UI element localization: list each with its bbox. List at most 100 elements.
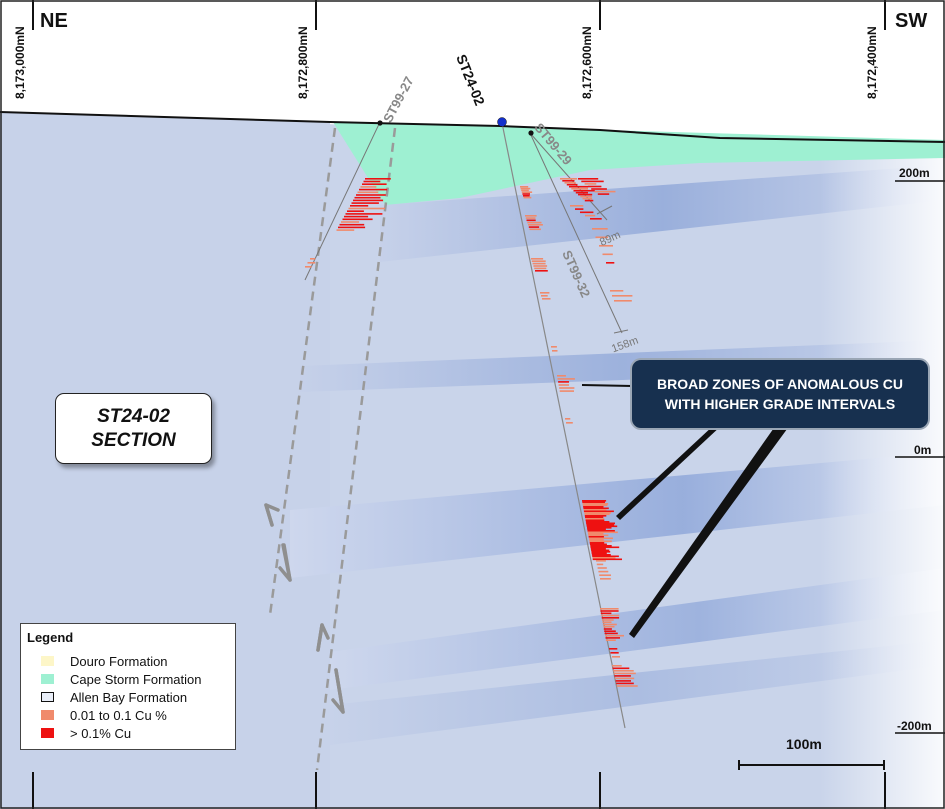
- assay-bar: [591, 552, 607, 555]
- trace-st99-29: [529, 132, 608, 221]
- assay-bar: [592, 555, 619, 558]
- assay-bar: [356, 194, 386, 196]
- assay-bar: [616, 682, 634, 685]
- assay-bar: [344, 215, 369, 218]
- assay-bar: [600, 610, 619, 612]
- assay-bar: [521, 191, 533, 193]
- assay-bar: [569, 185, 589, 188]
- assay-bar: [583, 506, 604, 508]
- assay-bar: [612, 667, 630, 670]
- legend-label: 0.01 to 0.1 Cu %: [70, 707, 167, 723]
- assay-bar: [525, 217, 536, 219]
- assay-bar: [362, 183, 387, 185]
- assay-bar: [587, 530, 615, 532]
- assay-bar: [557, 378, 575, 380]
- assay-bar: [589, 539, 604, 541]
- assay-bar: [532, 262, 546, 265]
- assay-bar: [353, 199, 384, 202]
- assay-bar: [578, 178, 599, 180]
- assay-bar: [523, 195, 530, 197]
- elevation-ticks: [895, 180, 945, 734]
- assay-bar: [588, 533, 604, 535]
- depth-tick-89: [596, 205, 613, 215]
- assay-bar: [609, 648, 618, 650]
- assay-bar: [551, 346, 557, 348]
- assay-bar: [600, 612, 612, 615]
- assay-bar: [592, 558, 622, 561]
- assay-bar: [573, 189, 595, 192]
- assay-bar: [596, 563, 604, 566]
- legend-label: > 0.1% Cu: [70, 725, 132, 741]
- assay-bar: [585, 519, 605, 522]
- elevation-label: -200m: [897, 719, 932, 733]
- assay-bar: [559, 387, 575, 389]
- legend-item: Allen Bay Formation: [41, 689, 187, 705]
- assay-bar: [596, 560, 606, 562]
- assay-bar: [600, 608, 619, 610]
- assay-bar: [602, 619, 614, 621]
- assay-bar: [351, 202, 379, 204]
- assay-bar: [562, 180, 575, 182]
- assay-bar: [605, 639, 616, 641]
- legend-label: Cape Storm Formation: [70, 671, 202, 687]
- northing-label: 8,172,400mN: [865, 26, 879, 99]
- assay-bar: [612, 295, 633, 297]
- assay-bar: [582, 504, 608, 507]
- assay-bar: [587, 527, 612, 529]
- assay-bar: [582, 503, 609, 505]
- assay-bar: [599, 245, 613, 247]
- assay-bar: [587, 531, 618, 534]
- assay-bar: [535, 270, 548, 272]
- assay-bar: [529, 228, 541, 231]
- assay-bar: [354, 196, 381, 199]
- assay-bar: [575, 191, 588, 194]
- assay-bar: [557, 375, 566, 377]
- assay-bar: [590, 545, 612, 547]
- assay-bar: [610, 652, 619, 654]
- assay-bar: [606, 262, 615, 264]
- legend-item: 0.01 to 0.1 Cu %: [41, 707, 167, 723]
- legend-label: Douro Formation: [70, 653, 168, 669]
- assay-bar: [531, 258, 544, 260]
- assay-bar: [365, 178, 391, 180]
- assay-bar: [614, 675, 631, 677]
- assay-bar: [604, 630, 616, 632]
- assay-bar: [565, 418, 571, 420]
- assay-bar: [585, 516, 604, 519]
- assay-bar: [575, 208, 584, 210]
- assay-bar: [528, 224, 543, 226]
- assay-bar: [615, 680, 631, 682]
- northing-label: 8,172,800mN: [296, 26, 310, 99]
- assay-bar: [584, 513, 610, 516]
- assay-bar: [520, 187, 531, 190]
- assay-bar: [560, 178, 578, 180]
- assay-bar: [595, 236, 609, 239]
- assay-bar: [585, 214, 596, 217]
- depth-tick-158: [613, 329, 629, 334]
- legend: Legend Douro Formation Cape Storm Format…: [20, 623, 236, 750]
- assay-bar: [612, 665, 622, 667]
- section-label-box: ST24-02 SECTION: [55, 393, 212, 464]
- section-label-line2: SECTION: [91, 429, 176, 451]
- assay-bar: [566, 183, 578, 186]
- collar-st99-29: [528, 130, 534, 136]
- assay-bar: [603, 625, 615, 628]
- assay-bar: [534, 267, 547, 270]
- assay-bar: [585, 518, 605, 520]
- assay-bar: [558, 384, 569, 386]
- top-ticks: [32, 0, 886, 30]
- assay-bar: [585, 521, 610, 523]
- assay-bar: [591, 554, 611, 556]
- assay-bar: [597, 567, 607, 569]
- assay-bar: [307, 262, 316, 264]
- assay-bar: [363, 180, 381, 183]
- orientation-ne: NE: [40, 10, 68, 32]
- collar-st24-02: [497, 117, 507, 127]
- assay-bar: [558, 381, 569, 383]
- cape-storm-formation: [333, 122, 945, 205]
- legend-title: Legend: [27, 630, 74, 645]
- assay-bar: [600, 578, 611, 580]
- fault-arrows: [264, 503, 345, 714]
- assay-bar: [540, 292, 550, 294]
